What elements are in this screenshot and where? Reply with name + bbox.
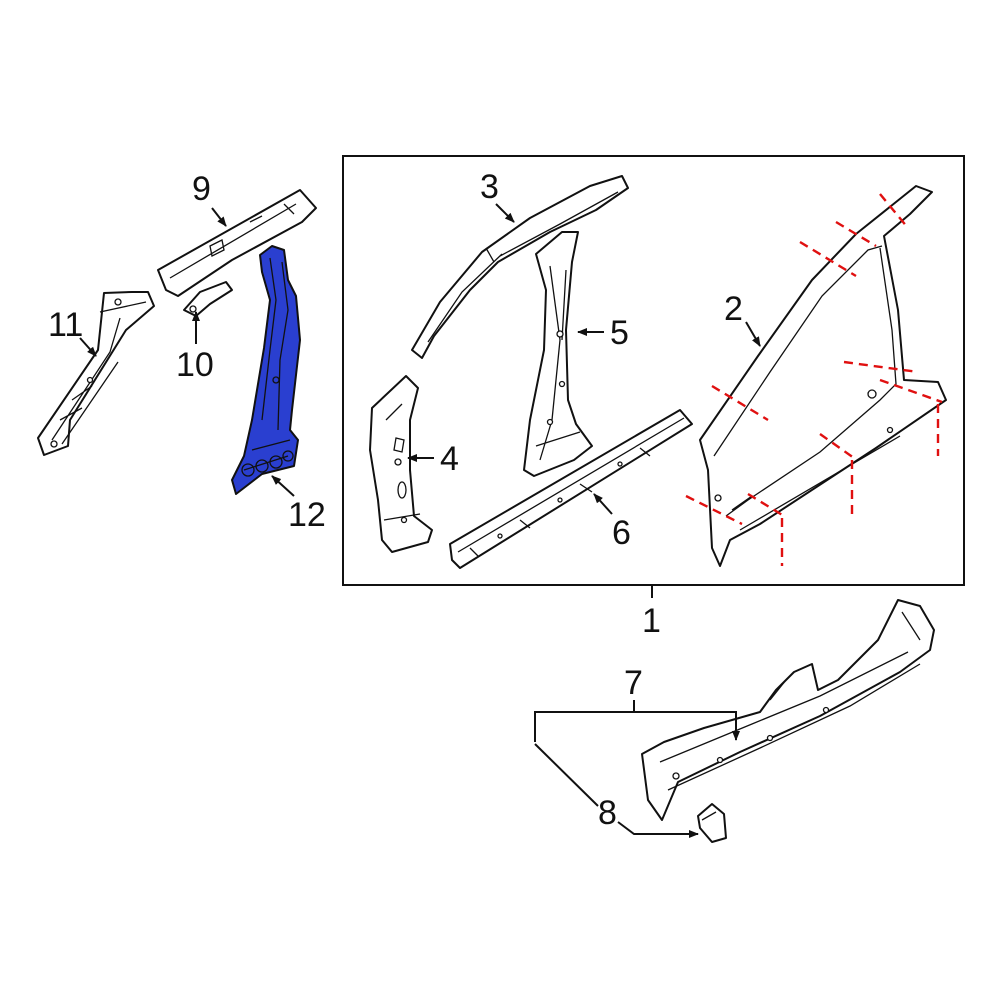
callout-11: 11 <box>48 306 83 344</box>
callout-labels: 9 10 11 12 3 5 4 6 2 1 7 8 <box>48 168 743 832</box>
callout-6: 6 <box>612 514 631 552</box>
callout-5: 5 <box>610 314 629 352</box>
part-8-bracket[interactable] <box>697 803 727 843</box>
callout-8: 8 <box>598 794 617 832</box>
cut-lines <box>685 193 943 566</box>
assembly-frame <box>342 155 965 586</box>
part-2-body-side-outer[interactable] <box>699 185 947 567</box>
part-3-roof-rail[interactable] <box>411 175 629 359</box>
part-5-center-pillar[interactable] <box>523 231 593 477</box>
callout-3: 3 <box>480 168 499 206</box>
callout-7: 7 <box>624 664 643 702</box>
part-11-hinge-pillar[interactable] <box>37 291 155 456</box>
callout-1: 1 <box>642 602 661 640</box>
part-4-front-pillar-lower[interactable] <box>369 375 433 553</box>
callout-2: 2 <box>724 290 743 328</box>
leader-lines <box>79 203 761 838</box>
callout-12: 12 <box>288 496 326 534</box>
callout-4: 4 <box>440 440 459 478</box>
callout-9: 9 <box>192 170 211 208</box>
part-6-sill-inner[interactable] <box>449 409 693 569</box>
part-7-rocker-panel[interactable] <box>641 599 935 821</box>
part-12-pillar-reinforcement[interactable] <box>231 245 301 495</box>
part-9-roof-bracket[interactable] <box>157 189 317 297</box>
callout-10: 10 <box>176 346 214 384</box>
